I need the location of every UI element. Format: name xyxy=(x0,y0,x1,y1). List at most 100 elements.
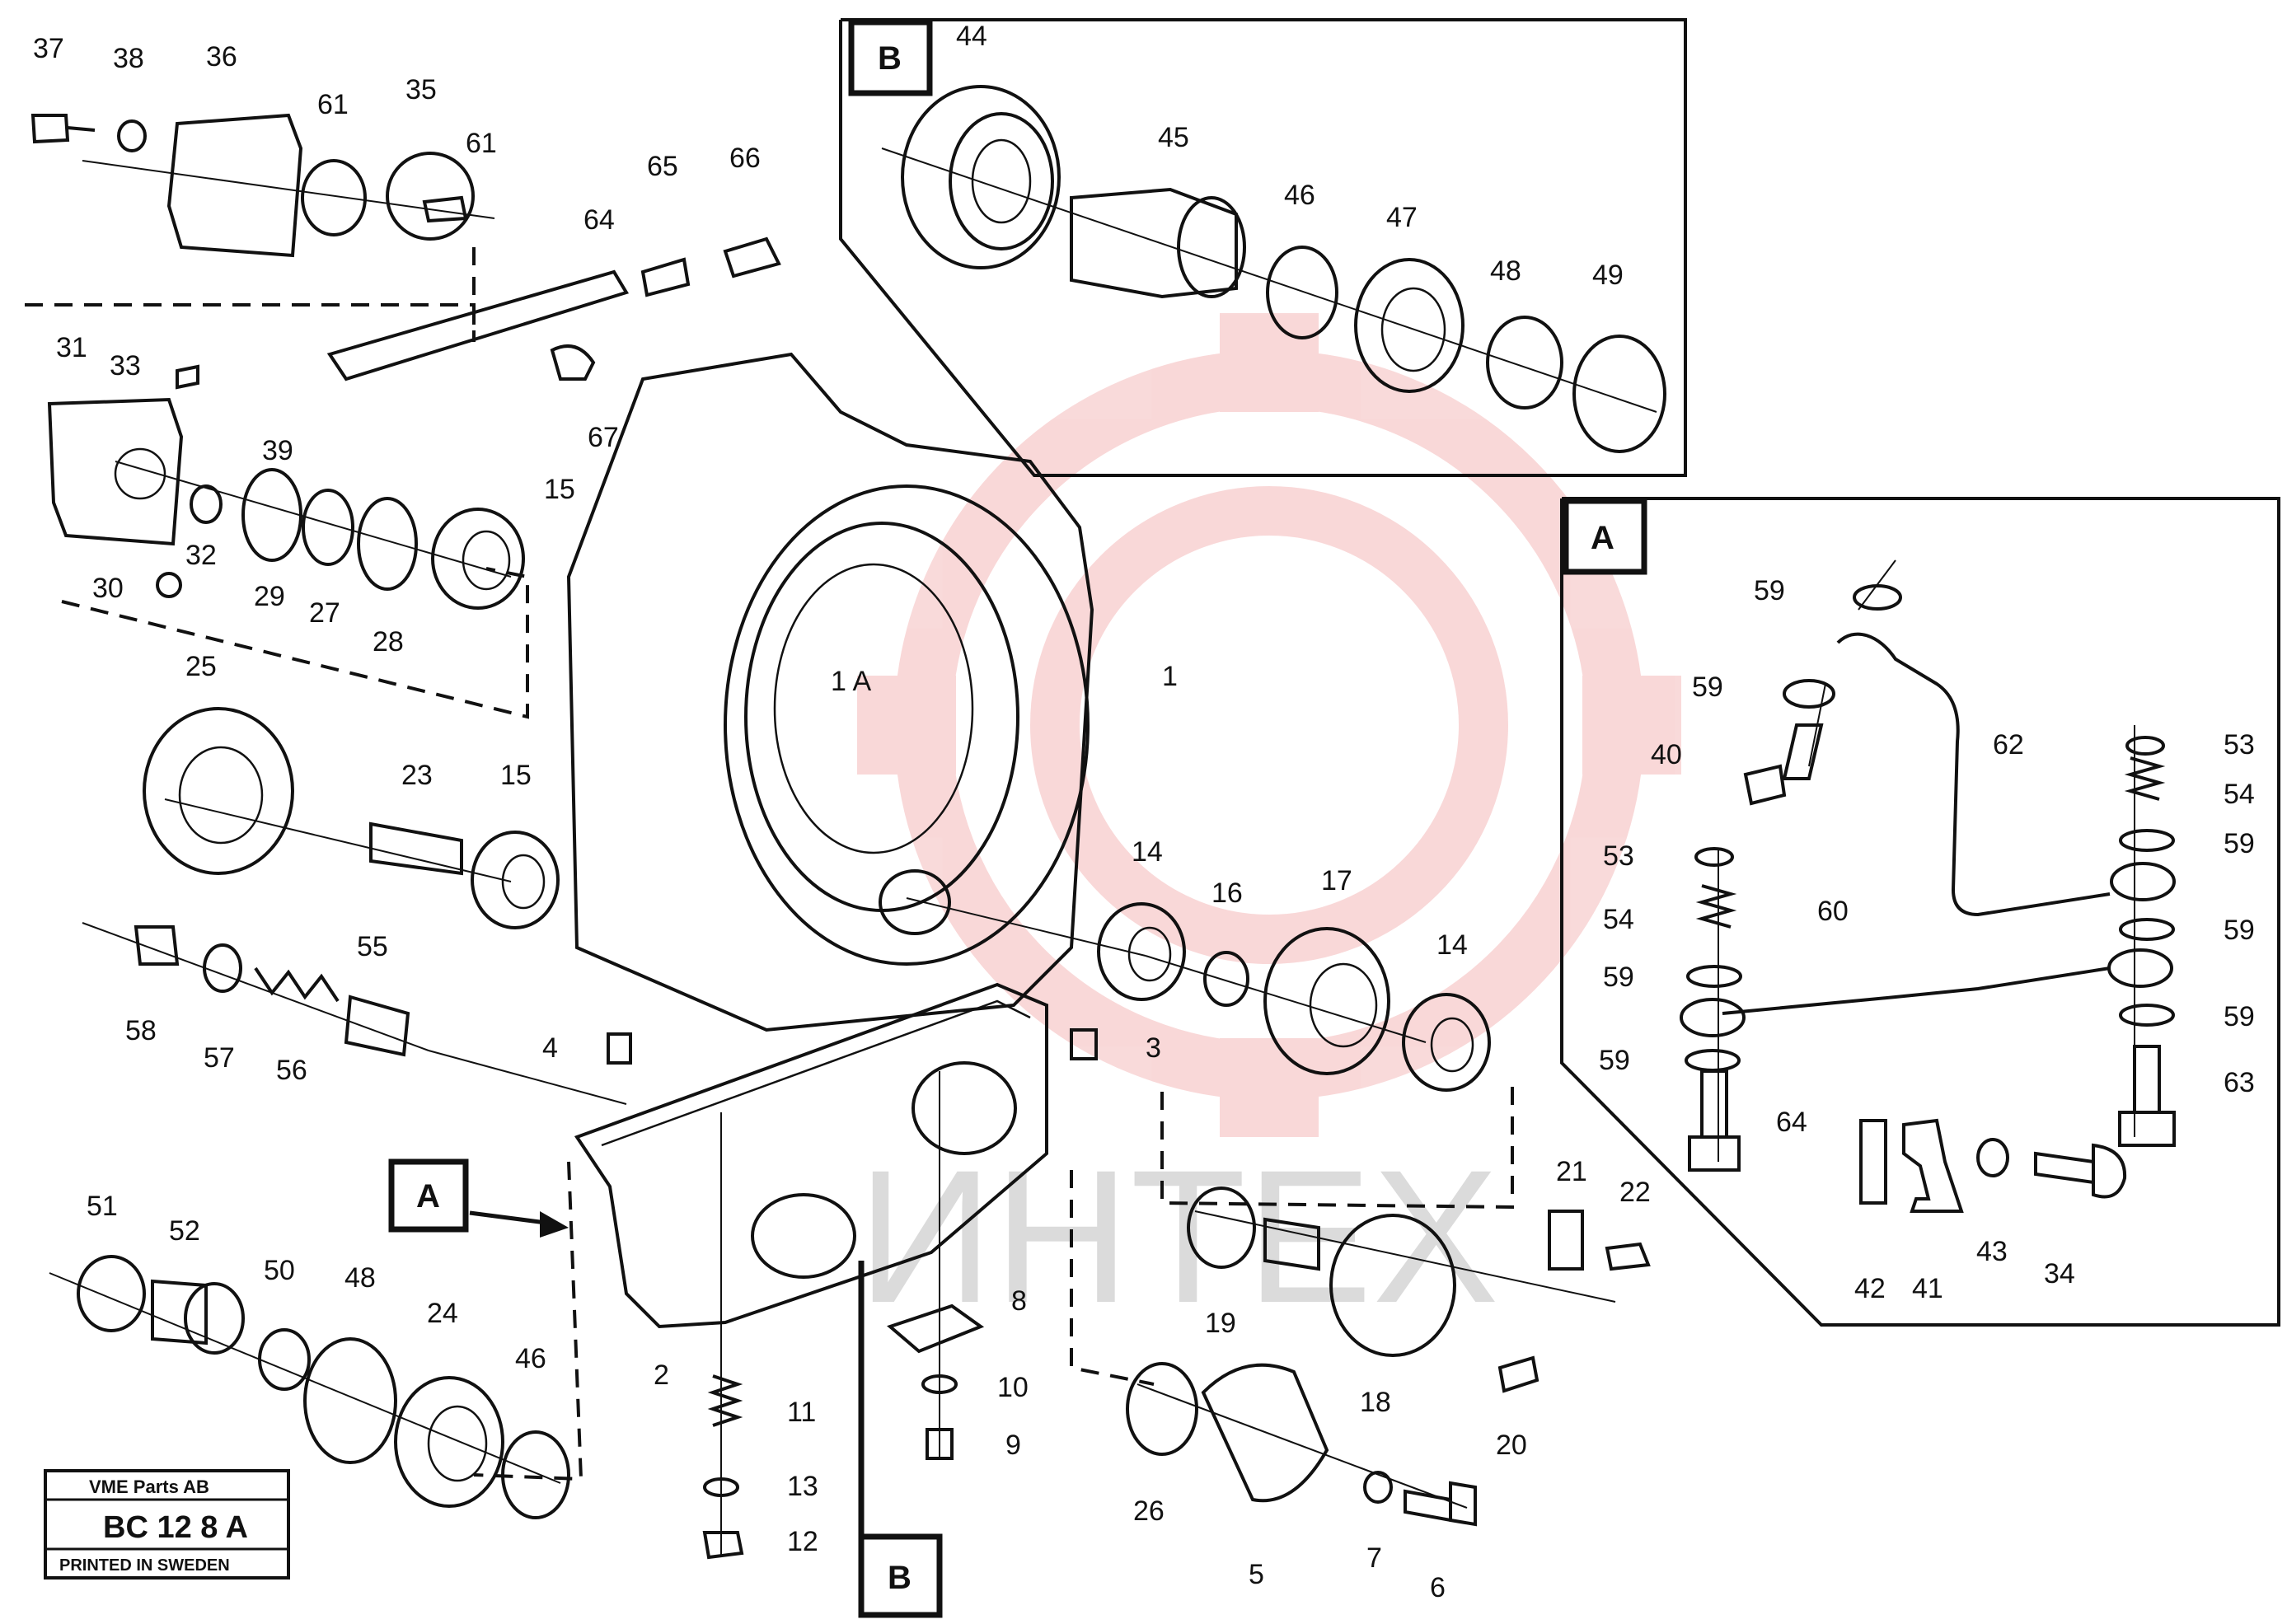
cover-36 xyxy=(166,113,303,258)
callout-8: 8 xyxy=(1011,1285,1027,1317)
gear-17 xyxy=(1263,927,1390,1075)
callout-labels: 37 38 36 61 35 61 64 65 66 31 33 67 39 1… xyxy=(33,21,2255,1603)
watermark-gear-icon xyxy=(857,313,1681,1137)
clip-41 xyxy=(1902,1118,1964,1213)
washer-59-7 xyxy=(1685,1049,1741,1072)
pipe-62 xyxy=(1836,632,2111,917)
callout-36: 36 xyxy=(206,41,237,73)
oil-pan-2 xyxy=(574,982,1048,1329)
pipe-60 xyxy=(1722,966,2111,1015)
bearing-47 xyxy=(1354,258,1465,393)
plate-42 xyxy=(1859,1119,1887,1205)
ring-28 xyxy=(357,497,418,591)
fitting-60-end xyxy=(2110,862,2176,901)
callout-27: 27 xyxy=(309,597,340,629)
plate-20 xyxy=(1497,1355,1540,1393)
washer-59-2 xyxy=(1783,679,1835,709)
watermark-text: ИНТЕХ xyxy=(857,1130,1499,1342)
callout-50: 50 xyxy=(264,1255,295,1286)
callout-34: 34 xyxy=(2044,1258,2075,1289)
shaft-52 xyxy=(151,1279,245,1355)
washer-59-5 xyxy=(1686,965,1742,988)
bolt-34 xyxy=(2034,1143,2127,1199)
plug-9 xyxy=(926,1428,954,1460)
callout-7: 7 xyxy=(1366,1542,1382,1574)
cover-5 xyxy=(1201,1363,1329,1503)
callout-23: 23 xyxy=(401,760,433,791)
bolt-37 xyxy=(30,114,96,144)
assembly-line-e xyxy=(1070,1170,1155,1386)
bearing-15-b xyxy=(471,831,560,929)
callout-54: 54 xyxy=(2224,779,2255,810)
oring-19 xyxy=(1187,1186,1256,1269)
callout-32: 32 xyxy=(185,540,217,571)
ring-39 xyxy=(241,468,302,562)
detail-b-label: B xyxy=(878,40,902,77)
pointer-a: A xyxy=(388,1158,569,1238)
callout-35: 35 xyxy=(405,74,437,105)
ring-46-b xyxy=(1266,246,1338,339)
washer-59-4 xyxy=(2119,918,2175,941)
housing-1 xyxy=(566,352,1094,1032)
gear-44 xyxy=(901,85,1061,269)
callout-51: 51 xyxy=(87,1191,118,1222)
washer-59-3 xyxy=(2119,829,2175,852)
plug-3 xyxy=(1070,1028,1098,1060)
callout-20: 20 xyxy=(1496,1430,1527,1461)
spring-54-2 xyxy=(1695,884,1737,929)
cap-53-1 xyxy=(2125,736,2165,756)
stamp-code: BC 12 8 A xyxy=(103,1510,248,1545)
ring-50 xyxy=(258,1328,311,1391)
washer-59-6 xyxy=(2119,1004,2175,1027)
detail-a-label: A xyxy=(1591,520,1614,556)
callout-25: 25 xyxy=(185,651,217,682)
bolt-22 xyxy=(1605,1242,1651,1271)
nut-12 xyxy=(702,1531,744,1560)
pointer-b: B xyxy=(858,1261,943,1618)
washer-43 xyxy=(1976,1138,2009,1177)
stamp-company: VME Parts AB xyxy=(89,1477,209,1497)
callout-53: 53 xyxy=(2224,729,2255,761)
cover-31 xyxy=(47,397,184,546)
callout-53: 53 xyxy=(1603,840,1634,872)
cap-53-2 xyxy=(1694,847,1734,867)
plate-8 xyxy=(887,1303,985,1354)
fitting-60-start xyxy=(1680,998,1746,1037)
oring-35 xyxy=(386,152,475,241)
circlip-48-a xyxy=(303,1337,397,1464)
assembly-line-c xyxy=(473,1161,583,1481)
callout-59: 59 xyxy=(1754,575,1785,606)
callout-59: 59 xyxy=(2224,828,2255,859)
bearing-14-b xyxy=(1402,993,1491,1092)
callout-56: 56 xyxy=(276,1055,307,1086)
bearing-14-a xyxy=(1097,902,1186,1001)
plug-4 xyxy=(607,1032,632,1065)
callout-29: 29 xyxy=(254,581,285,612)
callout-15: 15 xyxy=(500,760,532,791)
callout-59: 59 xyxy=(2224,1001,2255,1032)
callout-62: 62 xyxy=(1993,729,2024,761)
callout-30: 30 xyxy=(92,573,124,604)
callout-48: 48 xyxy=(1490,255,1521,287)
bearing-24 xyxy=(394,1376,504,1508)
callout-59: 59 xyxy=(1692,672,1723,703)
callout-39: 39 xyxy=(262,435,293,466)
callout-40: 40 xyxy=(1651,739,1682,770)
callout-9: 9 xyxy=(1005,1430,1021,1461)
plate-21 xyxy=(1548,1210,1584,1271)
callout-60: 60 xyxy=(1817,896,1849,927)
callout-55: 55 xyxy=(357,931,388,962)
callout-12: 12 xyxy=(787,1526,818,1557)
assembly-line-b xyxy=(61,567,529,719)
callout-61: 61 xyxy=(466,128,497,159)
callout-52: 52 xyxy=(169,1215,200,1247)
oring-26 xyxy=(1126,1362,1198,1456)
callout-24: 24 xyxy=(427,1298,458,1329)
callout-18: 18 xyxy=(1360,1387,1391,1418)
washer-57 xyxy=(203,943,242,993)
pointer-b-label: B xyxy=(888,1560,912,1596)
spring-11 xyxy=(707,1374,743,1427)
callout-59: 59 xyxy=(2224,915,2255,946)
